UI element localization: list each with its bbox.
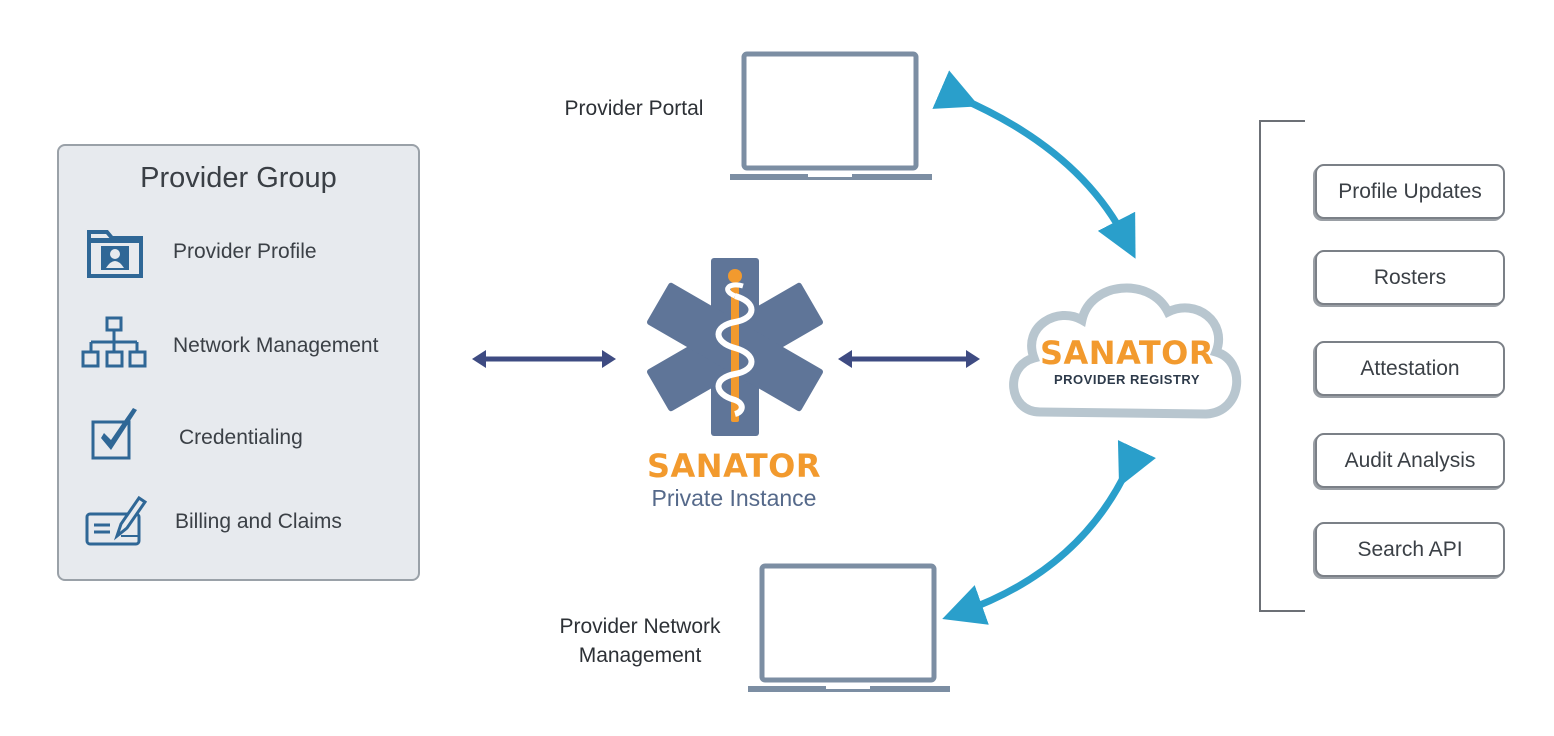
service-rosters[interactable]: Rosters [1315,250,1505,305]
network-management-line2: Management [578,644,702,667]
service-attestation[interactable]: Attestation [1315,341,1505,396]
registry-brand: SANATOR [1039,334,1215,372]
service-search-api[interactable]: Search API [1315,522,1505,577]
provider-network-management-label: Provider Network Management [530,612,750,670]
registry-subtitle: PROVIDER REGISTRY [1054,372,1200,387]
billing-claims-label: Billing and Claims [175,510,342,533]
provider-portal-label: Provider Portal [564,97,704,120]
curved-arrow-portal-registry [932,70,1136,259]
org-chart-icon [79,316,149,376]
curved-arrow-registry-network [942,440,1156,625]
profile-folder-icon [83,222,147,282]
checkbox-check-icon [87,408,151,468]
private-instance-subtitle: Private Instance [651,485,817,511]
group-item-credentialing[interactable]: Credentialing [87,408,303,468]
group-item-network-management[interactable]: Network Management [79,316,378,376]
group-item-provider-profile[interactable]: Provider Profile [83,222,317,282]
laptop-icon-portal [730,51,932,180]
star-of-life-logo [647,258,823,436]
check-pen-icon [83,492,148,552]
network-management-label: Network Management [173,334,379,357]
double-arrow-right-connector [838,350,980,368]
service-audit-analysis[interactable]: Audit Analysis [1315,433,1505,488]
network-management-line1: Provider Network [559,615,721,638]
services-bracket [1259,120,1305,612]
private-instance-brand: SANATOR [646,447,822,485]
provider-group-panel: Provider Group Provider Profile [57,144,420,581]
double-arrow-left-connector [472,350,616,368]
credentialing-label: Credentialing [179,426,303,449]
group-item-billing-claims[interactable]: Billing and Claims [83,492,342,552]
provider-group-title: Provider Group [140,162,337,194]
cloud-shape [1009,283,1242,419]
laptop-icon-network [748,563,950,692]
provider-profile-label: Provider Profile [173,240,317,263]
service-profile-updates[interactable]: Profile Updates [1315,164,1505,219]
